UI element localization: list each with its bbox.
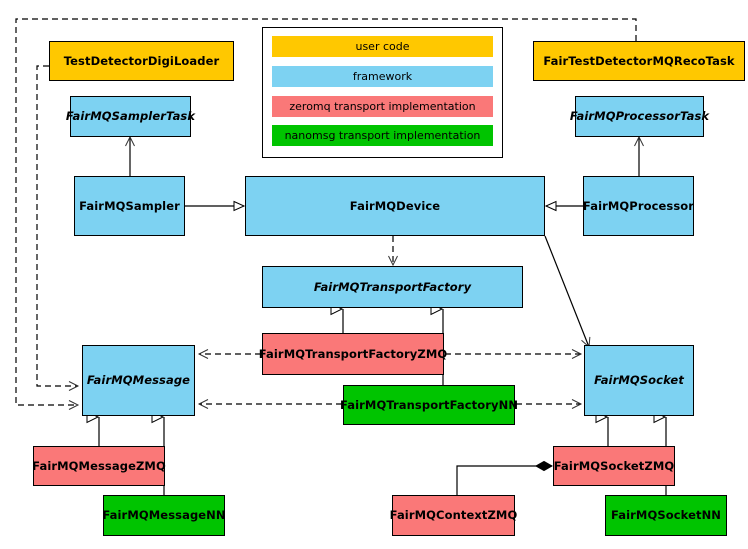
legend-item-zeromq: zeromq transport implementation: [272, 96, 493, 117]
legend-label-user-code: user code: [355, 40, 410, 53]
legend-item-user-code: user code: [272, 36, 493, 57]
class-box-fairmqprocessortask[interactable]: FairMQProcessorTask: [570, 96, 709, 137]
class-box-fairtestdetectormqrecotask[interactable]: FairTestDetectorMQRecoTask: [533, 41, 745, 81]
class-box-fairmqcontextzmq[interactable]: FairMQContextZMQ: [390, 495, 517, 536]
legend-label-framework: framework: [352, 70, 413, 83]
class-box-fairmqdevice[interactable]: FairMQDevice: [245, 176, 545, 236]
class-box-fairmqsampler[interactable]: FairMQSampler: [74, 176, 185, 236]
class-box-fairmqtransportfactory[interactable]: FairMQTransportFactory: [262, 266, 523, 308]
class-box-fairmqsocketzmq[interactable]: FairMQSocketZMQ: [553, 446, 675, 486]
class-box-fairmqmessage[interactable]: FairMQMessage: [82, 345, 195, 416]
edge-device-to-socket: [544, 235, 591, 349]
legend-item-nanomsg: nanomsg transport implementation: [272, 125, 493, 146]
class-box-fairmqtransportfactoryzmq[interactable]: FairMQTransportFactoryZMQ: [259, 333, 447, 375]
legend-label-nanomsg: nanomsg transport implementation: [284, 129, 481, 142]
class-box-fairmqmessagezmq[interactable]: FairMQMessageZMQ: [32, 446, 166, 486]
legend-item-framework: framework: [272, 66, 493, 87]
class-box-fairmqprocessor[interactable]: FairMQProcessor: [583, 176, 694, 236]
class-box-fairmqtransportfactorynn[interactable]: FairMQTransportFactoryNN: [340, 385, 518, 425]
legend-label-zeromq: zeromq transport implementation: [289, 100, 476, 113]
edge-socketzmq-composition-contextzmq: [456, 466, 552, 495]
class-box-fairmqsocketnn[interactable]: FairMQSocketNN: [605, 495, 727, 536]
class-box-fairmqmessagenn[interactable]: FairMQMessageNN: [102, 495, 226, 536]
class-box-testdetectordigiloader[interactable]: TestDetectorDigiLoader: [49, 41, 234, 81]
class-box-fairmqsocket[interactable]: FairMQSocket: [584, 345, 694, 416]
class-box-fairmqsamplertask[interactable]: FairMQSamplerTask: [66, 96, 195, 137]
